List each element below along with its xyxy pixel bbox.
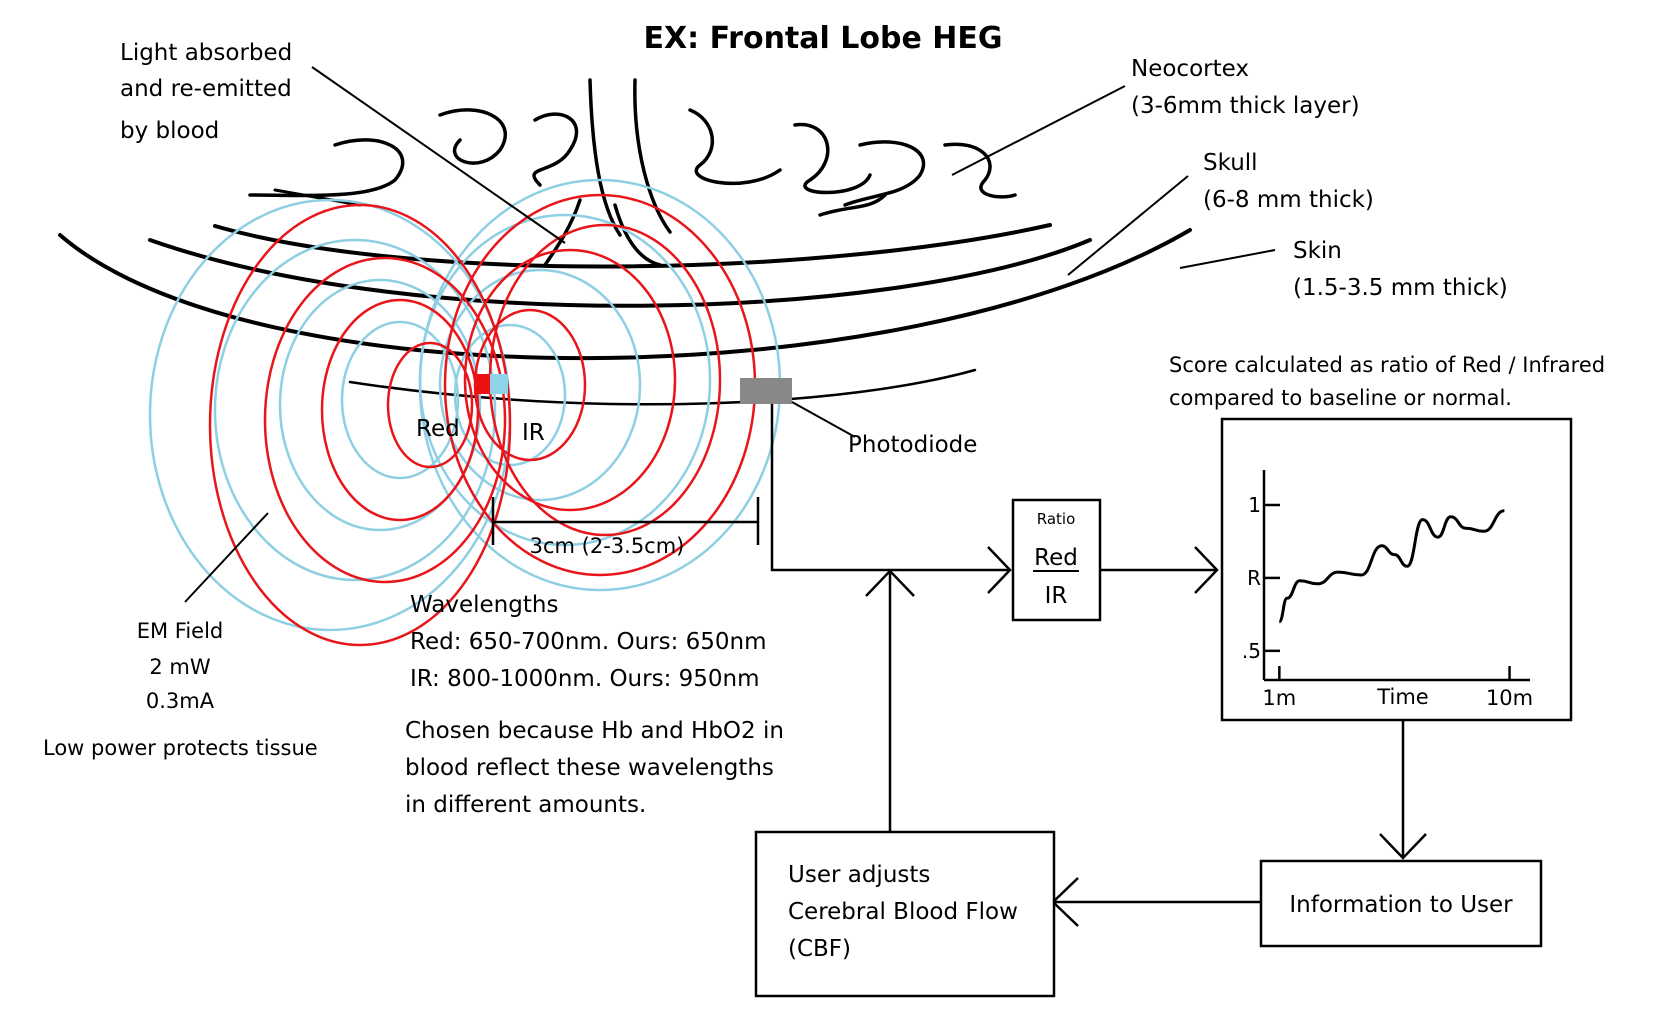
photodiode-sensor [740,378,792,404]
red-field-line [263,256,507,584]
arrowhead-to-info [1379,833,1427,860]
chart-y-tick-label: 1 [1248,493,1261,517]
light-label-line-1: Light absorbed [120,40,292,66]
light-label-line-3: by blood [120,118,219,144]
em-field-lines [148,178,782,647]
flow-connectors [770,404,1427,927]
red-field-line [208,203,512,647]
arrowhead-up [865,569,915,597]
neocortex-label: Neocortex [1131,56,1249,82]
photodiode-to-ratio-line [770,404,1010,572]
head-cross-section [58,78,1192,406]
light-label-line-2: and re-emitted [120,76,292,102]
low-power-note: Low power protects tissue [43,736,318,760]
skull-inner-boundary [148,238,1092,308]
em-power-value: 2 mW [149,655,210,679]
skin-thickness: (1.5-3.5 mm thick) [1293,275,1508,301]
ir-field-line [438,268,642,502]
user-adjusts-box: User adjusts Cerebral Blood Flow (CBF) [754,830,1056,998]
neocortex-thickness: (3-6mm thick layer) [1131,93,1360,119]
neocortex-fold [613,203,662,267]
diagram-title: EX: Frontal Lobe HEG [644,21,1003,56]
red-emitter-label: Red [416,416,460,442]
ir-emitter-label: IR [522,420,545,446]
ratio-numerator: Red [1034,545,1078,571]
user-adjusts-line-1: User adjusts [788,862,930,888]
ratio-heading: Ratio [1037,510,1076,528]
red-field-line [473,308,587,462]
chosen-note-line-2: blood reflect these wavelengths [405,755,774,781]
red-field-line [320,298,480,522]
ir-field-line [340,320,460,480]
em-field-label: EM Field [137,619,224,643]
skin-surface [348,368,977,406]
distance-label: 3cm (2-3.5cm) [530,534,685,558]
chart-y-tick-label: R [1247,566,1261,590]
arrowhead-to-ratio [987,546,1012,594]
photodiode-leader-line [791,401,856,438]
ir-led-emitter [490,374,508,394]
em-field-leader-line [184,512,269,603]
neocortex-fold [248,138,405,198]
ratio-chart: 1R .51m 10m Time [1220,417,1573,722]
neocortex-fold [532,112,579,187]
neocortex-fold [818,193,887,217]
information-box: Information to User [1259,859,1543,948]
arrowhead-to-chart [1194,546,1219,594]
chart-x-label: Time [1376,685,1428,709]
light-leader-line [311,66,566,244]
ratio-series-line [1277,509,1505,624]
leader-lines [184,66,1276,603]
distance-measure [491,497,760,545]
user-adjusts-line-3: (CBF) [788,936,851,962]
red-led-emitter [476,374,490,394]
skin-leader-line [1179,249,1276,269]
em-current-value: 0.3mA [146,689,215,713]
neocortex-fold [273,188,362,207]
photodiode-label: Photodiode [848,432,977,458]
neocortex-fold [543,198,582,267]
wavelengths-heading: Wavelengths [410,592,558,618]
chart-y-tick-label: .5 [1242,639,1261,663]
neocortex-fold [633,78,672,234]
chart-frame [1220,417,1573,722]
neocortex-fold [438,108,508,165]
red-wavelength: Red: 650-700nm. Ours: 650nm [410,629,767,655]
neocortex-fold [793,122,872,195]
ir-field-line [278,278,482,532]
neocortex-leader-line [951,85,1126,176]
skull-label: Skull [1203,150,1258,176]
score-note-line-1: Score calculated as ratio of Red / Infra… [1169,353,1605,377]
skin-label: Skin [1293,238,1342,264]
information-label: Information to User [1289,892,1513,918]
skull-leader-line [1067,175,1189,276]
neocortex-fold [843,140,926,207]
ratio-denominator: IR [1045,583,1068,609]
skull-thickness: (6-8 mm thick) [1203,187,1374,213]
ir-field-line [213,238,497,582]
user-adjusts-line-2: Cerebral Blood Flow [788,899,1018,925]
chosen-note-line-1: Chosen because Hb and HbO2 in [405,718,784,744]
chart-x-tick-label: 1m [1262,686,1296,710]
red-field-line [463,248,677,512]
score-note-line-2: compared to baseline or normal. [1169,386,1512,410]
neocortex-fold [688,108,782,186]
skull-outer-boundary [58,228,1192,361]
red-field-line [386,341,474,469]
chosen-note-line-3: in different amounts. [405,792,646,818]
chart-x-tick-label: 10m [1486,686,1533,710]
ir-wavelength: IR: 800-1000nm. Ours: 950nm [410,666,760,692]
neocortex-fold [943,142,1017,199]
ratio-box: Ratio Red IR [1011,498,1102,622]
